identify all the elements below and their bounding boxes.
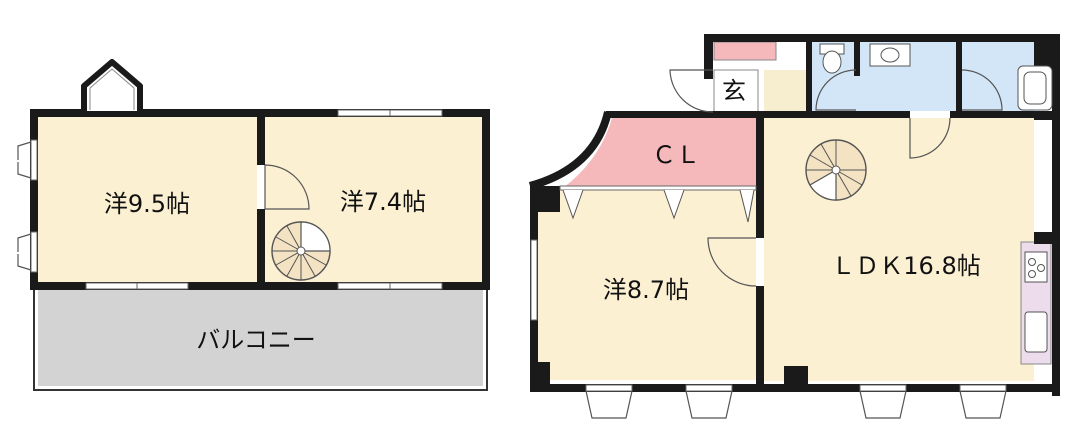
wall xyxy=(704,34,713,79)
room-label-balcony: バルコニー xyxy=(196,326,316,354)
room-label-western-8-7: 洋8.7帖 xyxy=(603,276,689,304)
room-floor-western-8-7 xyxy=(538,190,756,380)
door-swing xyxy=(961,69,1003,111)
room-label-western-7-4: 洋7.4帖 xyxy=(340,188,426,216)
closet-rail xyxy=(559,185,757,191)
closet-door xyxy=(562,189,584,220)
room-label-entrance: 玄 xyxy=(722,77,746,105)
door-swing xyxy=(264,164,310,210)
spiral-staircase-icon xyxy=(271,221,331,281)
wall xyxy=(1052,34,1060,396)
window xyxy=(30,139,38,181)
wall xyxy=(30,109,38,290)
washbasin-icon xyxy=(869,43,911,67)
curved-wall xyxy=(528,111,612,190)
stove-icon xyxy=(1024,251,1048,283)
closet-area xyxy=(563,118,756,188)
toilet-icon xyxy=(819,43,845,74)
room-label-closet: ＣＬ xyxy=(652,141,700,169)
bay-window xyxy=(81,59,143,111)
lower-floor: ＣＬ 玄 洋8.7帖 ＬＤＫ16.8帖 xyxy=(528,34,1060,419)
room-floor-ldk xyxy=(764,117,1034,381)
door-swing xyxy=(909,117,951,159)
hall-area xyxy=(764,70,806,114)
wall xyxy=(606,111,1060,118)
wall xyxy=(704,34,1060,42)
balcony-area xyxy=(38,288,483,386)
room-label-western-9-5: 洋9.5帖 xyxy=(104,190,190,218)
wet-area xyxy=(812,42,1034,112)
window xyxy=(530,239,538,321)
upper-floor: 洋9.5帖 洋7.4帖 バルコニー xyxy=(17,59,490,391)
closet-door xyxy=(663,189,685,220)
wall xyxy=(482,109,490,290)
bathtub-icon xyxy=(1017,65,1053,111)
wall xyxy=(806,42,812,118)
room-floor-western-9-5 xyxy=(38,116,260,286)
wall xyxy=(530,362,550,392)
french-door xyxy=(585,384,633,419)
french-door xyxy=(959,384,1007,419)
wall xyxy=(854,42,860,76)
shoe-cabinet xyxy=(713,41,777,61)
wall xyxy=(530,186,560,212)
door-opening xyxy=(910,111,950,118)
wall xyxy=(956,42,962,118)
closet-door xyxy=(739,189,755,223)
french-door xyxy=(685,384,733,419)
wall xyxy=(784,366,808,392)
spiral-staircase-icon xyxy=(805,139,867,201)
wall xyxy=(1034,232,1060,244)
window xyxy=(30,231,38,273)
door-swing xyxy=(707,237,757,287)
door-opening xyxy=(756,238,764,286)
door-swing xyxy=(815,69,857,111)
french-door xyxy=(859,384,907,419)
door-opening xyxy=(257,165,265,209)
entrance-door xyxy=(669,69,714,113)
sink-icon xyxy=(1024,311,1048,353)
room-label-ldk: ＬＤＫ16.8帖 xyxy=(831,252,980,280)
